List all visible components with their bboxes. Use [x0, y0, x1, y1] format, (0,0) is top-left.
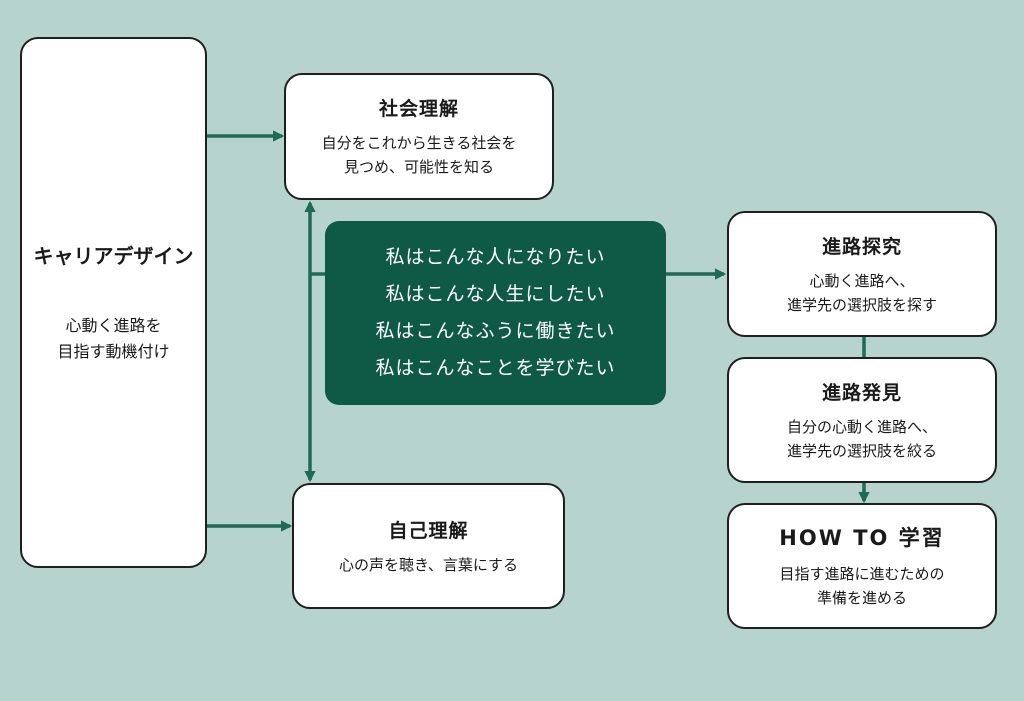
career-discovery-desc: 自分の心動く進路へ、 進学先の選択肢を絞る [786, 417, 937, 460]
aspiration-line: 私はこんなことを学びたい [375, 357, 616, 379]
howto-learning-title: HOW TO 学習 [779, 526, 945, 550]
self-understanding-title: 自己理解 [388, 519, 469, 542]
aspiration-line: 私はこんなふうに働きたい [375, 320, 616, 342]
howto-learning-desc: 目指す進路に進むための 準備を進める [779, 565, 945, 607]
self-understanding-box: 自己理解 心の声を聴き、言葉にする [292, 483, 565, 609]
career-discovery-box: 進路発見 自分の心動く進路へ、 進学先の選択肢を絞る [727, 357, 997, 483]
career-exploration-box: 進路探究 心動く進路へ、 進学先の選択肢を探す [727, 211, 997, 337]
career-exploration-desc: 心動く進路へ、 進学先の選択肢を探す [786, 271, 937, 314]
career-discovery-title: 進路発見 [821, 381, 902, 404]
social-understanding-title: 社会理解 [378, 98, 459, 120]
career-design-box: キャリアデザイン 心動く進路を 目指す動機付け [20, 37, 207, 568]
aspiration-line: 私はこんな人になりたい [385, 246, 606, 268]
career-design-title: キャリアデザイン [33, 244, 194, 268]
social-understanding-box: 社会理解 自分をこれから生きる社会を 見つめ、可能性を知る [284, 73, 554, 200]
career-exploration-title: 進路探究 [821, 235, 902, 258]
howto-learning-box: HOW TO 学習 目指す進路に進むための 準備を進める [727, 503, 997, 629]
aspiration-panel: 私はこんな人になりたい 私はこんな人生にしたい 私はこんなふうに働きたい 私はこ… [325, 221, 666, 405]
social-understanding-desc: 自分をこれから生きる社会を 見つめ、可能性を知る [321, 134, 517, 176]
aspiration-line: 私はこんな人生にしたい [385, 283, 606, 305]
self-understanding-desc: 心の声を聴き、言葉にする [338, 555, 519, 574]
career-design-desc: 心動く進路を 目指す動機付け [57, 316, 170, 361]
